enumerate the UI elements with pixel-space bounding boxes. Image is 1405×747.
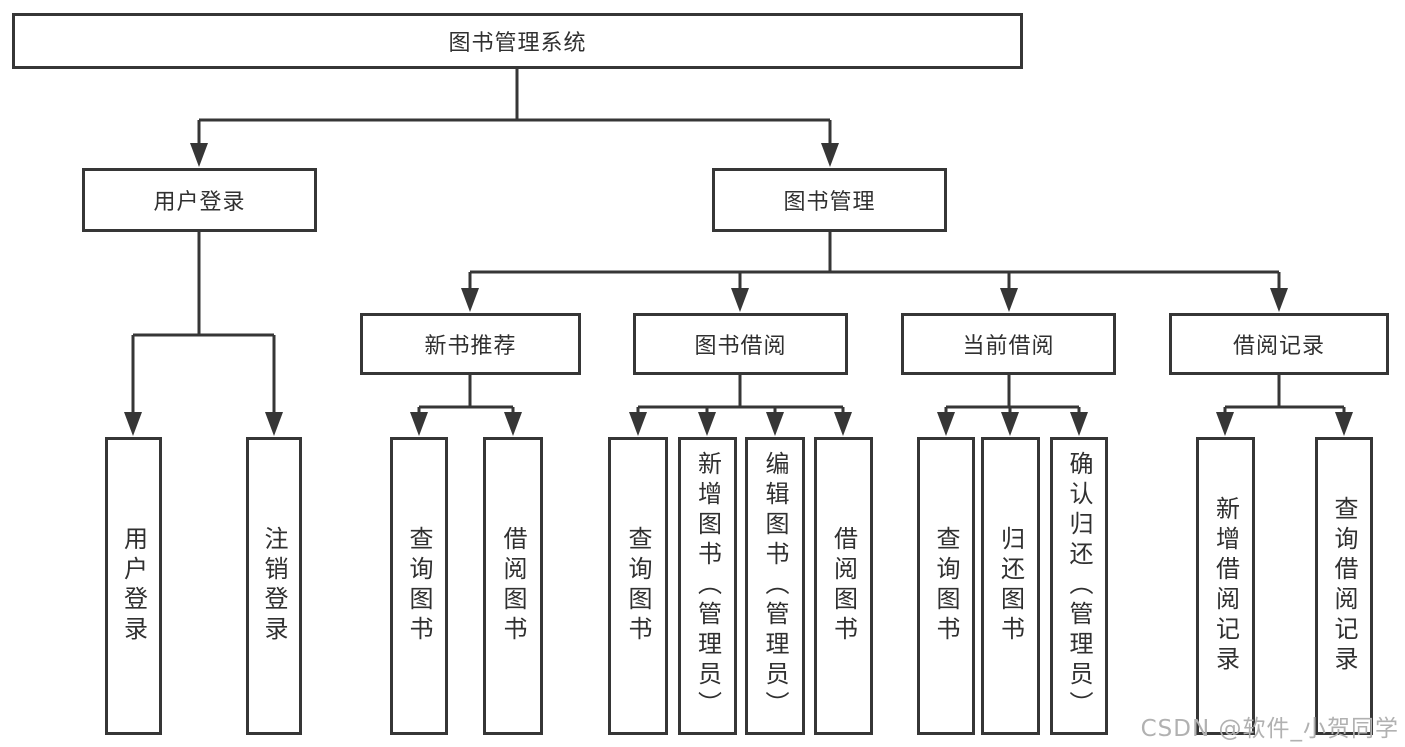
leaf-label: 归还图书 bbox=[996, 526, 1025, 646]
node-book-borrow: 图书借阅 bbox=[633, 313, 848, 375]
leaf-label: 查询图书 bbox=[405, 526, 433, 646]
node-book-management: 图书管理 bbox=[712, 168, 947, 232]
node-root-library-system: 图书管理系统 bbox=[12, 13, 1023, 69]
leaf-label: 编辑图书（管理员） bbox=[761, 451, 789, 721]
node-label: 新书推荐 bbox=[424, 334, 517, 359]
arrowhead-icons bbox=[124, 143, 1353, 436]
node-label: 图书管理 bbox=[783, 190, 876, 215]
leaf-label: 查询图书 bbox=[624, 526, 652, 646]
node-label: 用户登录 bbox=[153, 190, 246, 215]
leaf-current-return-books: 归还图书 bbox=[981, 437, 1040, 735]
leaf-logout: 注销登录 bbox=[246, 437, 302, 735]
leaf-borrow-edit-books-admin: 编辑图书（管理员） bbox=[745, 437, 805, 735]
node-borrow-records: 借阅记录 bbox=[1169, 313, 1389, 375]
leaf-current-confirm-return-admin: 确认归还（管理员） bbox=[1050, 437, 1108, 735]
leaf-label: 注销登录 bbox=[260, 526, 288, 646]
leaf-label: 确认归还（管理员） bbox=[1065, 451, 1093, 721]
leaf-label: 新增图书（管理员） bbox=[693, 451, 722, 721]
leaf-user-login: 用户登录 bbox=[105, 437, 162, 735]
node-label: 借阅记录 bbox=[1232, 334, 1325, 359]
leaf-records-query-borrow-record: 查询借阅记录 bbox=[1315, 437, 1373, 735]
leaf-label: 借阅图书 bbox=[829, 526, 858, 646]
leaf-recommend-query-books: 查询图书 bbox=[390, 437, 448, 735]
leaf-label: 查询图书 bbox=[932, 526, 960, 646]
node-label: 图书借阅 bbox=[694, 334, 787, 359]
leaf-label: 查询借阅记录 bbox=[1330, 496, 1358, 676]
leaf-records-add-borrow-record: 新增借阅记录 bbox=[1196, 437, 1255, 735]
leaf-borrow-borrow-books: 借阅图书 bbox=[814, 437, 873, 735]
node-label: 当前借阅 bbox=[962, 334, 1055, 359]
leaf-label: 用户登录 bbox=[119, 526, 148, 646]
leaf-borrow-query-books: 查询图书 bbox=[608, 437, 668, 735]
leaf-recommend-borrow-books: 借阅图书 bbox=[483, 437, 543, 735]
node-current-borrow: 当前借阅 bbox=[901, 313, 1116, 375]
leaf-label: 新增借阅记录 bbox=[1211, 496, 1240, 676]
leaf-borrow-add-books-admin: 新增图书（管理员） bbox=[678, 437, 737, 735]
node-new-book-recommend: 新书推荐 bbox=[360, 313, 581, 375]
leaf-current-query-books: 查询图书 bbox=[917, 437, 975, 735]
csdn-watermark: CSDN @软件_小贺同学 bbox=[1140, 716, 1399, 742]
node-label: 图书管理系统 bbox=[448, 31, 587, 56]
node-user-login: 用户登录 bbox=[82, 168, 317, 232]
leaf-label: 借阅图书 bbox=[499, 526, 527, 646]
